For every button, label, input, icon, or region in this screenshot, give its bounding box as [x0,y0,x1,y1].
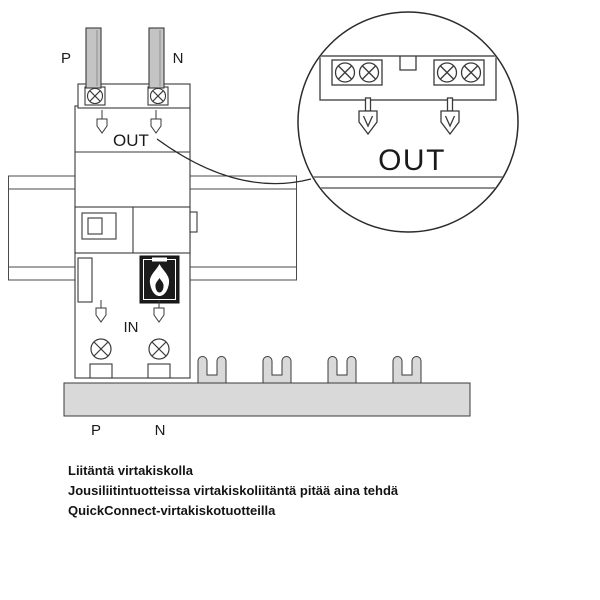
screw-slot [464,65,478,80]
screw-slot [151,341,167,357]
din-rail [8,175,297,281]
caption-line-3: QuickConnect-virtakiskotuotteilla [68,503,276,518]
incoming-wires [85,27,165,89]
screw-slot [338,65,352,80]
pin-icon [150,118,162,134]
busbar-fork-terminal [262,355,292,385]
zoom-out-label: OUT [378,144,446,177]
bottom-terminal-opening [147,363,171,379]
busbar-fork-terminal [327,355,357,385]
left-module [77,257,93,303]
zoom-pins [358,97,460,136]
busbar-fork-terminal [197,355,227,385]
pin-icon [95,307,107,323]
wire-p [85,27,102,89]
top-label-n: N [173,50,184,67]
screw-slot [89,90,101,102]
caption-line-2: Jousiliitintuotteissa virtakiskoliitäntä… [68,483,399,498]
screw-slot [93,341,109,357]
pin-arrow [444,115,456,128]
flame-icon-core [155,278,164,293]
busbar-fork-terminal [392,355,422,385]
zoom-circle [297,11,519,233]
wire-n [148,27,165,89]
pin-icon [96,118,108,134]
bottom-screws [90,338,170,360]
pin-stem [446,97,454,112]
pin-icon [153,307,165,323]
top-label-p: P [61,50,71,67]
zoom-callout: OUT [297,11,519,233]
zoom-terminal-strip [319,55,497,101]
breaker-device [74,105,198,379]
in-section [95,300,165,323]
din-rail-left [8,175,75,281]
pin-stem [364,97,372,112]
top-screws [86,87,167,105]
caption: Liitäntä virtakiskolla Jousiliitintuotte… [68,461,398,521]
switch-lever [87,217,103,235]
busbar [63,382,471,417]
flame-box-tab [152,257,167,262]
bottom-terminal-opening [89,363,113,379]
pin-arrow [362,115,374,128]
zoom-center-notch [399,56,417,71]
screw-slot [362,65,376,80]
in-label: IN [124,319,139,336]
out-label: OUT [113,131,149,150]
flame-indicator [139,255,180,304]
out-section [96,110,162,134]
side-tab [189,211,198,233]
bottom-label-n: N [155,422,166,439]
leader-line [156,138,312,185]
screw-slot [440,65,454,80]
screw-slot [152,90,164,102]
zoom-rail-lines [299,176,517,189]
bottom-label-p: P [91,422,101,439]
din-rail-right [190,175,297,281]
busbar-assembly [63,355,471,417]
caption-line-1: Liitäntä virtakiskolla [68,463,193,478]
